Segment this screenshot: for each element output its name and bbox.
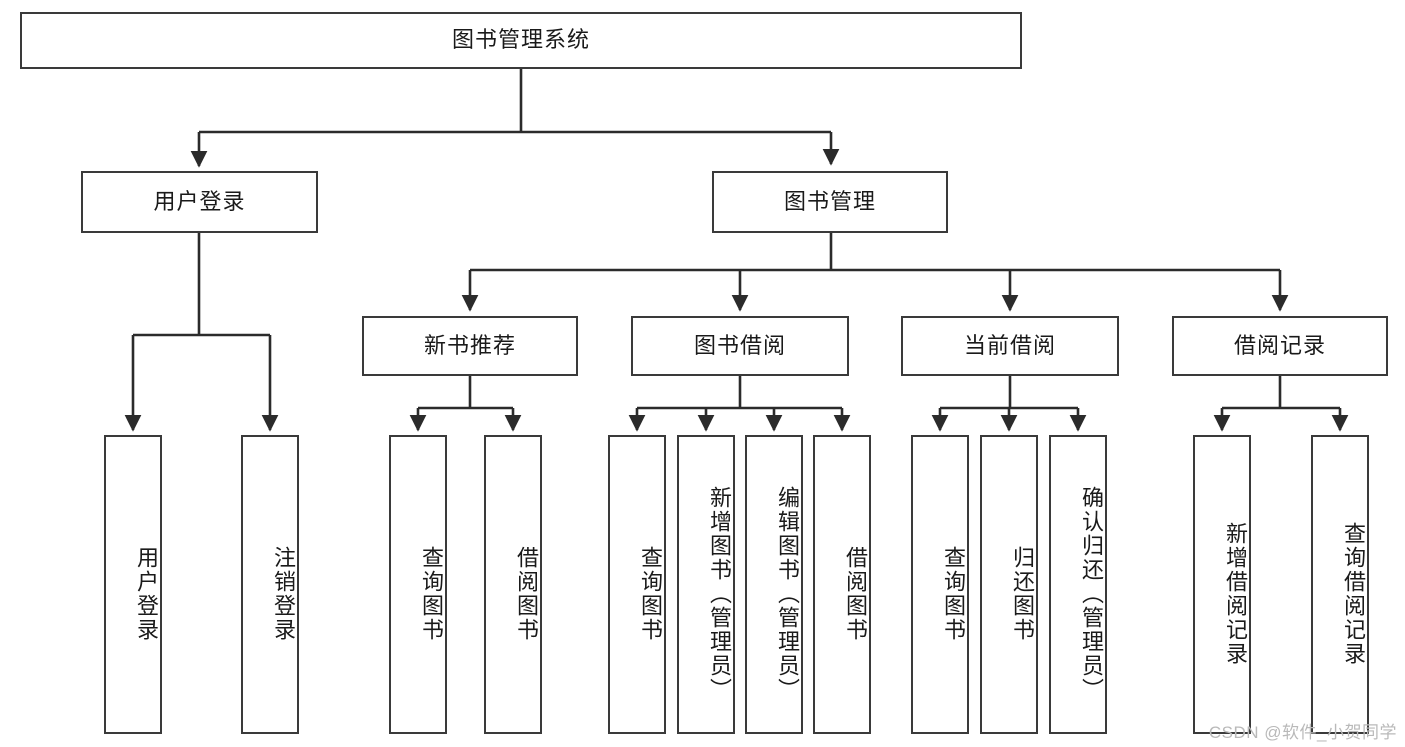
node-book-borrow[interactable]: 图书借阅 [631, 316, 849, 376]
node-leaf-query-book-2-label: 查询图书 [638, 545, 663, 642]
node-leaf-add-book[interactable]: 新增图书（管理员） [677, 435, 735, 734]
node-book-manage-label: 图书管理 [783, 188, 876, 214]
node-leaf-edit-book-label: 编辑图书（管理员） [775, 485, 800, 702]
node-root-label: 图书管理系统 [451, 27, 590, 53]
node-leaf-query-record[interactable]: 查询借阅记录 [1311, 435, 1369, 734]
node-new-book-recommend[interactable]: 新书推荐 [362, 316, 578, 376]
node-leaf-user-login[interactable]: 用户登录 [104, 435, 162, 734]
node-leaf-borrow-book-1-label: 借阅图书 [514, 545, 539, 642]
node-leaf-return-book[interactable]: 归还图书 [980, 435, 1038, 734]
node-leaf-user-login-label: 用户登录 [134, 545, 159, 642]
node-leaf-query-book-1-label: 查询图书 [419, 545, 444, 642]
node-leaf-borrow-book-2[interactable]: 借阅图书 [813, 435, 871, 734]
node-leaf-borrow-book-1[interactable]: 借阅图书 [484, 435, 542, 734]
node-leaf-query-record-label: 查询借阅记录 [1341, 521, 1366, 666]
node-leaf-confirm-return-label: 确认归还（管理员） [1079, 485, 1104, 702]
node-root[interactable]: 图书管理系统 [20, 12, 1022, 69]
node-leaf-add-record[interactable]: 新增借阅记录 [1193, 435, 1251, 734]
node-borrow-record[interactable]: 借阅记录 [1172, 316, 1388, 376]
node-new-book-recommend-label: 新书推荐 [423, 332, 516, 358]
node-leaf-borrow-book-2-label: 借阅图书 [843, 545, 868, 642]
node-leaf-query-book-3[interactable]: 查询图书 [911, 435, 969, 734]
node-current-borrow-label: 当前借阅 [963, 332, 1056, 358]
node-leaf-logout[interactable]: 注销登录 [241, 435, 299, 734]
node-leaf-return-book-label: 归还图书 [1010, 545, 1035, 642]
node-borrow-record-label: 借阅记录 [1233, 332, 1326, 358]
node-leaf-add-record-label: 新增借阅记录 [1223, 521, 1248, 666]
node-leaf-logout-label: 注销登录 [271, 545, 296, 642]
node-leaf-add-book-label: 新增图书（管理员） [707, 485, 732, 702]
node-leaf-query-book-1[interactable]: 查询图书 [389, 435, 447, 734]
node-leaf-confirm-return[interactable]: 确认归还（管理员） [1049, 435, 1107, 734]
node-user-login[interactable]: 用户登录 [81, 171, 318, 233]
node-leaf-edit-book[interactable]: 编辑图书（管理员） [745, 435, 803, 734]
node-leaf-query-book-3-label: 查询图书 [941, 545, 966, 642]
node-user-login-label: 用户登录 [153, 188, 246, 214]
node-book-manage[interactable]: 图书管理 [712, 171, 948, 233]
csdn-watermark: CSDN @软件_小贺同学 [1208, 723, 1397, 742]
node-leaf-query-book-2[interactable]: 查询图书 [608, 435, 666, 734]
node-current-borrow[interactable]: 当前借阅 [901, 316, 1119, 376]
node-book-borrow-label: 图书借阅 [693, 332, 786, 358]
